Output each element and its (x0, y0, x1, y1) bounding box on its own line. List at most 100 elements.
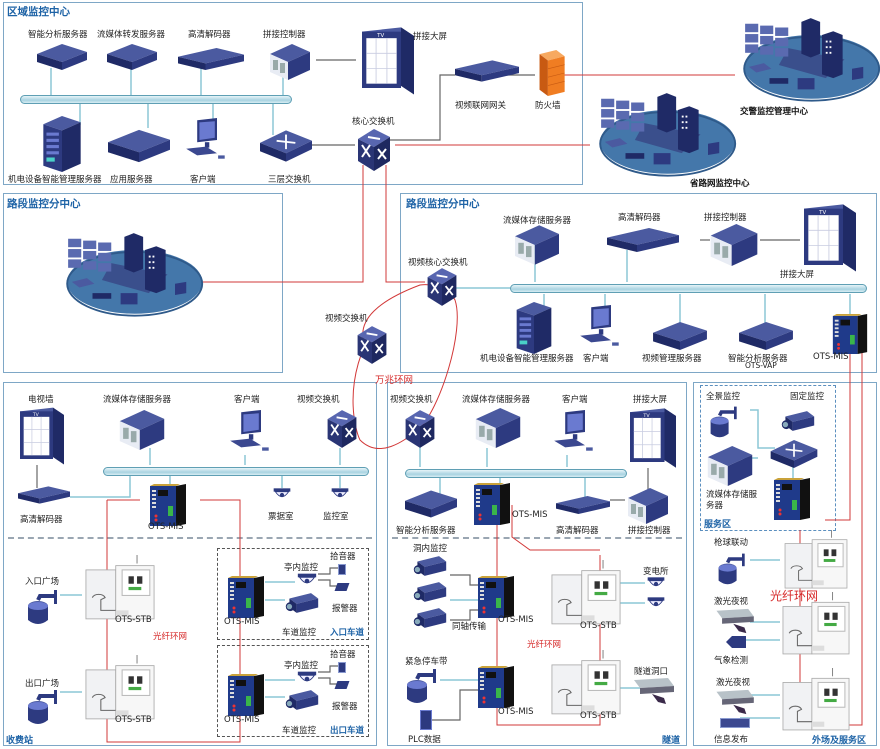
ots-mis-tunnel-icon[interactable] (472, 483, 512, 525)
ots-mis-tunnel-3-icon[interactable] (476, 666, 516, 708)
emergency-ptz-icon[interactable] (405, 665, 441, 705)
substation-cabinet-icon[interactable] (548, 560, 624, 626)
entry-ptz-icon[interactable] (26, 586, 62, 626)
tunnel-cam-1-icon[interactable] (412, 555, 448, 577)
video-mgmt-server-icon[interactable] (652, 322, 708, 350)
em-mgmt-server-icon[interactable] (40, 116, 84, 172)
label-ots-mis-entry: OTS-MIS (224, 617, 260, 627)
label-analysis-server-tunnel: 智能分析服务器 (396, 526, 456, 536)
ots-mis-entry-icon[interactable] (225, 576, 267, 618)
label-ticket-room: 票据室 (268, 512, 294, 522)
stream-storage-toll-icon[interactable] (118, 410, 166, 450)
pickup-entry-icon[interactable] (338, 564, 346, 575)
label-l3-switch: 三层交换机 (268, 175, 311, 185)
gun-dome-ptz-icon[interactable] (716, 550, 750, 586)
field-cabinet-3-icon[interactable] (778, 668, 854, 732)
tunnel-cam-2-icon[interactable] (412, 581, 448, 603)
provincial-campus-icon[interactable] (588, 85, 738, 180)
field-cabinet-2-icon[interactable] (778, 592, 854, 656)
service-switch-icon[interactable] (770, 440, 818, 468)
exit-ptz-icon[interactable] (26, 686, 62, 726)
splice-screen-tunnel-icon[interactable] (630, 408, 676, 470)
label-fiber-ring-tunnel: 光纤环网 (527, 640, 562, 650)
ots-mis-tunnel-2-icon[interactable] (476, 576, 516, 618)
laser-night-1-icon[interactable] (716, 607, 758, 635)
substation-dome-1-icon[interactable] (646, 577, 666, 591)
splice-screen-icon[interactable] (362, 16, 414, 108)
portal-cabinet-icon[interactable] (548, 650, 624, 716)
label-splice-screen-r: 拼接大屏 (780, 270, 815, 280)
label-em-mgmt-server: 机电设备智能管理服务器 (8, 175, 102, 185)
entry-cabinet-icon[interactable] (82, 555, 158, 621)
splice-screen-r-icon[interactable] (804, 202, 856, 276)
analysis-server-tunnel-icon[interactable] (405, 490, 457, 518)
stream-storage-server-icon[interactable] (515, 225, 559, 265)
label-emergency-bay: 紧急停车带 (405, 657, 448, 667)
lane-cam-entry-icon[interactable] (284, 593, 320, 613)
ots-mis-toll-icon[interactable] (148, 484, 188, 526)
section-campus-icon[interactable] (55, 225, 205, 320)
pickup-exit-icon[interactable] (338, 662, 346, 673)
label-ots-mis-tunnel-2: OTS-MIS (498, 615, 534, 625)
analysis-server-r-icon[interactable] (738, 322, 794, 350)
label-laser-night-1: 激光夜视 (714, 597, 749, 607)
video-switch-toll-icon[interactable] (324, 410, 360, 448)
analysis-server-icon[interactable] (37, 44, 87, 70)
em-mgmt-server-r-icon[interactable] (513, 302, 555, 354)
laser-night-2-icon[interactable] (716, 688, 758, 716)
hd-decoder-icon[interactable] (176, 48, 246, 70)
splice-controller-tunnel-icon[interactable] (625, 488, 671, 524)
app-server-icon[interactable] (108, 128, 170, 164)
splice-controller-icon[interactable] (265, 44, 315, 80)
tv-wall-icon[interactable] (20, 406, 64, 468)
ots-mis-service-icon[interactable] (772, 478, 812, 520)
traffic-police-campus-icon[interactable] (732, 10, 880, 105)
booth-dome-entry-icon[interactable] (296, 573, 318, 589)
video-gateway-icon[interactable] (455, 52, 519, 90)
client-toll-icon[interactable] (228, 410, 272, 454)
substation-dome-2-icon[interactable] (646, 597, 666, 611)
tunnel-cam-3-icon[interactable] (412, 607, 448, 629)
field-cabinet-1-icon[interactable] (778, 530, 854, 590)
client-pc-icon[interactable] (184, 118, 228, 162)
info-board-icon[interactable] (720, 718, 750, 728)
splice-controller-r-icon[interactable] (708, 224, 760, 266)
hd-decoder-tunnel-icon[interactable] (555, 496, 611, 514)
label-hd-decoder: 高清解码器 (188, 30, 231, 40)
portal-laser-cam-icon[interactable] (634, 676, 678, 706)
label-stream-storage-server: 流媒体存储服务器 (503, 216, 572, 226)
label-splice-screen-tunnel: 拼接大屏 (633, 395, 668, 405)
zone-toll-station (3, 382, 377, 746)
label-ots-stb-exit: OTS-STB (115, 715, 152, 725)
booth-dome-exit-icon[interactable] (296, 671, 318, 687)
dome-ticket-room-icon[interactable] (272, 488, 292, 502)
ots-mis-r-icon[interactable] (832, 314, 868, 354)
exit-cabinet-icon[interactable] (82, 655, 158, 721)
core-switch-icon[interactable] (354, 128, 394, 172)
hd-decoder-toll-icon[interactable] (18, 486, 70, 504)
client-tunnel-icon[interactable] (552, 410, 596, 454)
ots-mis-exit-icon[interactable] (225, 674, 267, 716)
label-weather: 气象检测 (714, 656, 749, 666)
label-fiber-ring-toll: 光纤环网 (153, 632, 188, 642)
bus-tunnel (405, 469, 627, 478)
label-gun-dome: 枪球联动 (714, 538, 749, 548)
video-switch-tunnel-icon[interactable] (402, 410, 438, 448)
ring-video-switch-icon[interactable] (354, 326, 390, 364)
stream-forward-server-icon[interactable] (107, 44, 157, 70)
weather-sensor-icon[interactable] (726, 636, 746, 648)
l3-switch-icon[interactable] (260, 130, 312, 162)
firewall-icon[interactable] (535, 50, 565, 96)
video-core-switch-icon[interactable] (424, 268, 460, 306)
service-storage-icon[interactable] (706, 446, 754, 486)
stream-storage-tunnel-icon[interactable] (474, 408, 522, 448)
lane-cam-exit-icon[interactable] (284, 690, 320, 710)
zone-title-field-service: 外场及服务区 (812, 736, 867, 746)
panorama-ptz-icon[interactable] (708, 403, 742, 439)
fixed-cam-icon[interactable] (780, 410, 816, 432)
label-hd-decoder-toll: 高清解码器 (20, 515, 63, 525)
hd-decoder-r-icon[interactable] (606, 228, 680, 252)
dome-monitor-room-icon[interactable] (330, 488, 350, 502)
plc-icon[interactable] (420, 710, 432, 730)
client-r-icon[interactable] (578, 305, 622, 349)
